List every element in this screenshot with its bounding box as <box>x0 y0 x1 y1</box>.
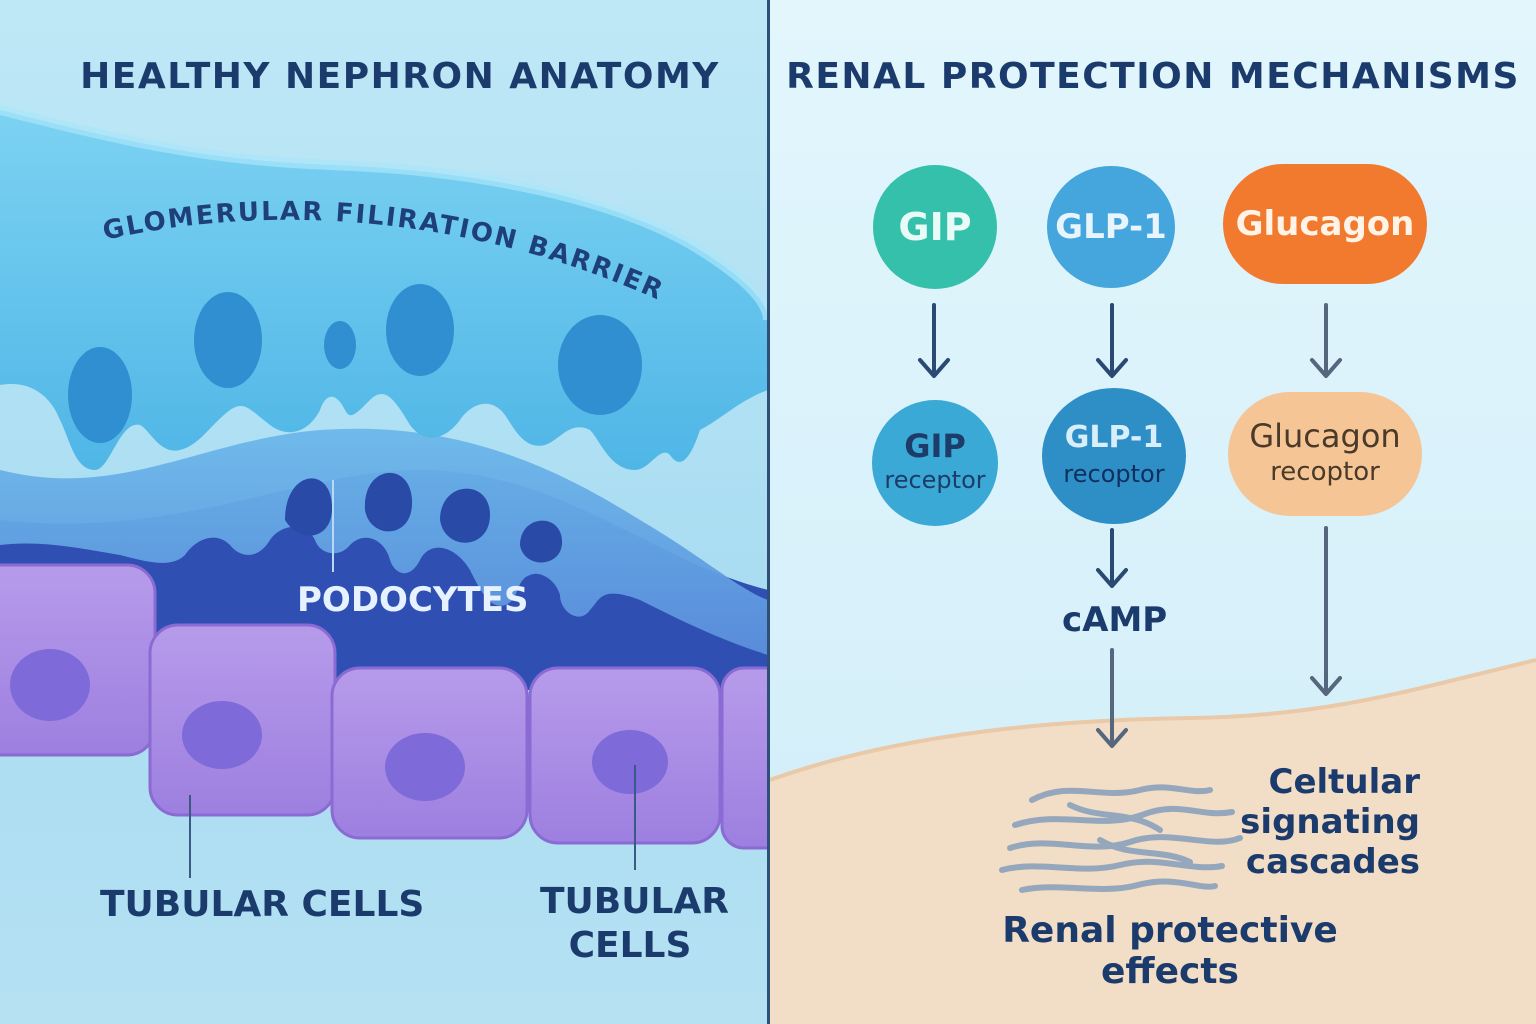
nucleus-2 <box>182 701 262 769</box>
fenestration-1 <box>68 347 132 443</box>
signaling-line1: Celtular <box>1268 762 1421 802</box>
renal-protective-effects-label: Renal protective effects <box>1002 910 1338 992</box>
gip-hormone-circle: GIP <box>873 165 997 289</box>
signaling-cascades-label: Celtular signating cascades <box>1240 762 1420 882</box>
podocyte-foot-4 <box>520 520 563 563</box>
podocyte-membrane <box>0 428 768 655</box>
tissue-area <box>770 660 1536 1024</box>
gip-hormone-label: GIP <box>898 205 972 249</box>
tubular-cell-5 <box>720 666 768 850</box>
nephron-anatomy-panel: GLOMERULAR FILIRATION BARRIER HEALTHY NE… <box>0 0 768 1024</box>
arrow-glucagon-to-receptor <box>1310 303 1342 378</box>
signaling-line2: signating <box>1240 802 1420 842</box>
tubular-cells-label-1: TUBULAR CELLS <box>100 884 425 925</box>
panel-divider <box>767 0 770 1024</box>
glp1-hormone-circle: GLP-1 <box>1047 166 1175 288</box>
glucagon-hormone-label: Glucagon <box>1235 204 1415 244</box>
nucleus-1 <box>10 649 90 721</box>
signaling-squiggles <box>999 784 1243 893</box>
arrow-glp1-to-receptor <box>1096 303 1128 378</box>
fenestration-3 <box>324 321 356 369</box>
nucleus-4 <box>592 730 668 794</box>
glucagon-receptor-circle: Glucagon recoptor <box>1228 392 1422 516</box>
glp1-receptor-line1: GLP-1 <box>1064 420 1164 455</box>
glucagon-receptor-line1: Glucagon <box>1249 417 1401 455</box>
fenestration-5 <box>558 315 642 415</box>
podocyte-foot-1 <box>285 478 333 536</box>
nephron-illustration: GLOMERULAR FILIRATION BARRIER <box>0 105 768 878</box>
glp1-receptor-line2: recoptor <box>1063 460 1165 488</box>
tubular-cells-label-2-line2: CELLS <box>568 925 692 966</box>
podocytes-label: PODOCYTES <box>297 580 529 620</box>
nucleus-3 <box>385 733 465 801</box>
right-title: RENAL PROTECTION MECHANISMS <box>786 56 1520 97</box>
barrier-highlight <box>0 105 768 321</box>
gip-receptor-circle: GIP receptor <box>872 400 998 526</box>
tubular-cells-label-2: TUBULAR CELLS <box>540 880 729 968</box>
arrow-glucagon-receptor-down <box>1310 526 1342 696</box>
podocyte-foot-2 <box>364 472 413 532</box>
mechanism-illustration <box>770 303 1536 1024</box>
glucagon-hormone-circle: Glucagon <box>1223 164 1427 284</box>
tubular-cells-label-2-line1: TUBULAR <box>540 881 729 922</box>
glp1-receptor-circle: GLP-1 recoptor <box>1042 388 1186 524</box>
renal-protection-panel: RENAL PROTECTION MECHANISMS GIP GLP-1 Gl… <box>770 0 1536 1024</box>
glucagon-receptor-line2: recoptor <box>1270 457 1380 487</box>
gip-receptor-line1: GIP <box>904 427 966 465</box>
camp-label: cAMP <box>1062 600 1168 640</box>
arrow-glp1-receptor-to-camp <box>1096 528 1128 588</box>
arrow-camp-to-effects <box>1096 648 1128 748</box>
tissue-edge <box>770 658 1536 782</box>
signaling-line3: cascades <box>1245 842 1420 882</box>
fenestration-4 <box>386 284 454 376</box>
podocyte-foot-3 <box>440 488 490 543</box>
arrow-gip-to-receptor <box>918 303 950 378</box>
fenestration-2 <box>194 292 262 388</box>
gip-receptor-line2: receptor <box>884 466 986 494</box>
left-title: HEALTHY NEPHRON ANATOMY <box>80 56 720 97</box>
glp1-hormone-label: GLP-1 <box>1055 207 1167 247</box>
